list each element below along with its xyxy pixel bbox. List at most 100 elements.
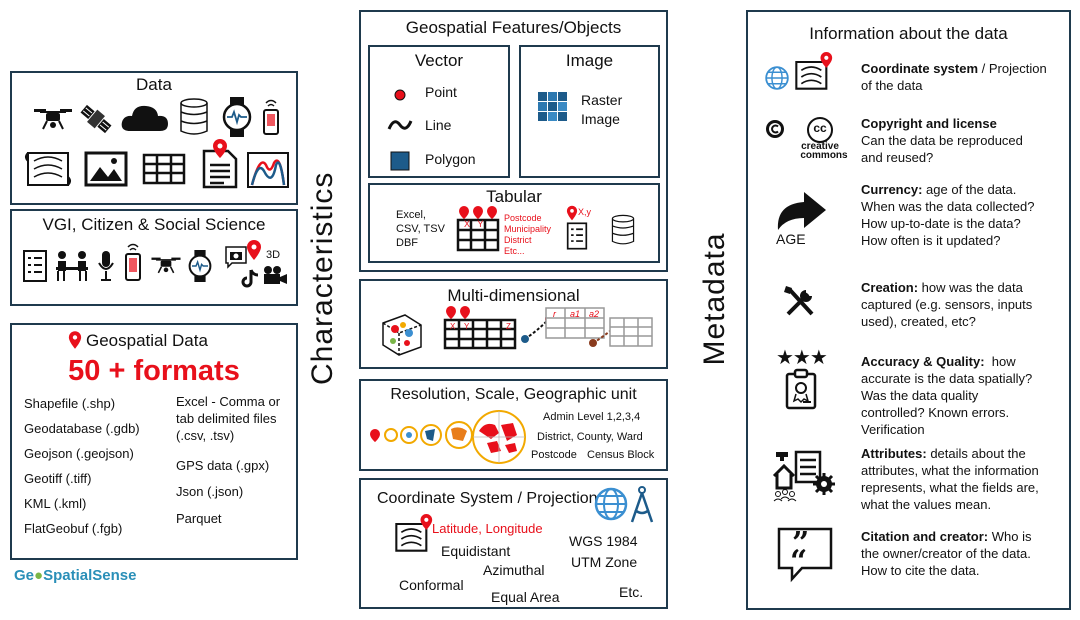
meta-line: how was the data xyxy=(918,280,1023,295)
image-box: Image Raster Image xyxy=(519,45,660,178)
data-box: Data xyxy=(10,71,298,205)
characteristics-label: Characteristics xyxy=(306,171,339,385)
meta-line: how xyxy=(984,354,1016,369)
location-pin-icon xyxy=(68,331,82,349)
meta-creation: Creation: how was the data captured (e.g… xyxy=(861,279,1066,330)
tabular-place-postcode: Postcode xyxy=(504,213,542,223)
meta-line: attributes, what the information xyxy=(861,463,1039,478)
smartwatch-icon xyxy=(188,250,212,282)
clipboard-icon xyxy=(785,368,817,410)
cube-icon xyxy=(382,314,422,356)
meta-head: Currency: xyxy=(861,182,923,197)
meta-line: used), created, etc? xyxy=(861,314,976,329)
meta-line: accurate is the data spatially? xyxy=(861,371,1033,386)
polygon-icon xyxy=(390,151,410,171)
quote-marks: ” xyxy=(792,526,810,561)
features-title: Geospatial Features/Objects xyxy=(405,18,622,37)
format-excel-2: tab delimited files xyxy=(176,411,277,426)
coord-wgs: WGS 1984 xyxy=(569,533,638,549)
tabular-title: Tabular xyxy=(486,187,542,206)
tabular-place-etc: Etc... xyxy=(504,246,525,256)
meta-coordinate-system: Coordinate system / Projection of the da… xyxy=(861,60,1066,94)
meta-line: Can the data be reproduced xyxy=(861,133,1023,148)
logo: Ge●SpatialSense xyxy=(14,567,136,584)
image-icon xyxy=(84,151,128,187)
meeting-icon xyxy=(56,251,88,281)
meta-head: Attributes: xyxy=(861,446,927,461)
format-excel-3: (.csv, .tsv) xyxy=(176,428,235,443)
format-fgb: FlatGeobuf (.fgb) xyxy=(24,521,123,536)
coord-equidistant: Equidistant xyxy=(441,543,511,559)
logo-text-a: Ge xyxy=(14,567,35,584)
format-tiff: Geotiff (.tiff) xyxy=(24,471,92,486)
xyz-table-icon xyxy=(443,306,517,350)
logo-text-b: SpatialSense xyxy=(43,567,137,584)
coord-latlon: Latitude, Longitude xyxy=(432,521,543,536)
vector-point: Point xyxy=(425,84,457,100)
meta-line: / Projection xyxy=(978,61,1047,76)
format-kml: KML (.kml) xyxy=(24,496,87,511)
coord-etc: Etc. xyxy=(619,584,644,600)
meta-currency: Currency: age of the data. When was the … xyxy=(861,181,1066,249)
tiktok-icon xyxy=(241,269,259,288)
cc-word2: commons xyxy=(800,150,848,161)
tabular-format-excel: Excel, xyxy=(396,209,426,221)
globe-icon xyxy=(594,487,628,521)
meta-head: Citation and creator: xyxy=(861,529,989,544)
meta-line: what the values mean. xyxy=(861,497,992,512)
resolution-line2: District, County, Ward xyxy=(537,431,643,443)
meta-head: Copyright and license xyxy=(861,116,997,131)
point-icon xyxy=(394,89,406,101)
resolution-title: Resolution, Scale, Geographic unit xyxy=(390,386,637,403)
meta-accuracy: Accuracy & Quality: how accurate is the … xyxy=(861,353,1066,438)
creative-commons-icon xyxy=(807,117,833,143)
globe-icon xyxy=(765,66,789,90)
tabular-format-dbf: DBF xyxy=(396,237,418,249)
multi-a1: a1 xyxy=(570,309,581,319)
meta-line: represents, what the fields are, xyxy=(861,480,1039,495)
meta-line: controlled? Known errors. xyxy=(861,405,1010,420)
meta-line: captured (e.g. sensors, inputs xyxy=(861,297,1033,312)
tabular-box: Tabular Excel, CSV, TSV DBF X Y Postcode… xyxy=(368,183,660,263)
raster-label-1: Raster xyxy=(581,92,623,108)
line-icon xyxy=(387,120,413,130)
mobile-signal-icon xyxy=(125,243,141,281)
metadata-title: Information about the data xyxy=(809,24,1008,43)
coord-utm: UTM Zone xyxy=(571,554,638,570)
vgi-box-title: VGI, Citizen & Social Science xyxy=(42,215,266,234)
database-icon xyxy=(611,214,635,245)
meta-line: of the data xyxy=(861,78,923,93)
xy-table-icon xyxy=(456,206,500,252)
meta-line: Who is xyxy=(988,529,1032,544)
smartwatch-icon xyxy=(222,97,252,137)
format-gpx: GPS data (.gpx) xyxy=(176,458,270,473)
meta-line: and reused? xyxy=(861,150,934,165)
video-camera-icon xyxy=(264,266,287,284)
vector-polygon: Polygon xyxy=(425,151,476,167)
multi-r: r xyxy=(553,309,556,319)
vector-line: Line xyxy=(425,117,452,133)
meta-line: When was the data collected? xyxy=(861,199,1035,214)
compass-icon xyxy=(630,486,654,523)
table-icon xyxy=(142,153,186,185)
vector-box: Vector Point Line Polygon xyxy=(368,45,510,178)
attributes-icon xyxy=(772,450,835,502)
microphone-icon xyxy=(98,251,114,281)
meta-attributes: Attributes: details about the attributes… xyxy=(861,445,1066,513)
document-pin-icon xyxy=(202,139,238,189)
attribute-table-icon xyxy=(609,317,653,347)
resolution-line3a: Postcode xyxy=(531,449,577,461)
multi-title: Multi-dimensional xyxy=(447,286,580,305)
drone-icon xyxy=(151,257,181,274)
meta-line: the owner/creator of the data. xyxy=(861,546,1031,561)
three-stars-icon: ★★★ xyxy=(776,347,828,369)
raster-label-2: Image xyxy=(581,111,620,127)
formats-headline: 50 + formats xyxy=(68,355,240,387)
label-3d: 3D xyxy=(266,249,281,261)
coordinate-title: Coordinate System / Projection xyxy=(377,490,598,507)
multi-x: X xyxy=(450,322,456,331)
multi-y: Y xyxy=(464,322,470,331)
quote-marks-low: “ xyxy=(790,544,808,579)
multi-z: Z xyxy=(506,322,511,331)
meta-line: How to cite the data. xyxy=(861,563,980,578)
